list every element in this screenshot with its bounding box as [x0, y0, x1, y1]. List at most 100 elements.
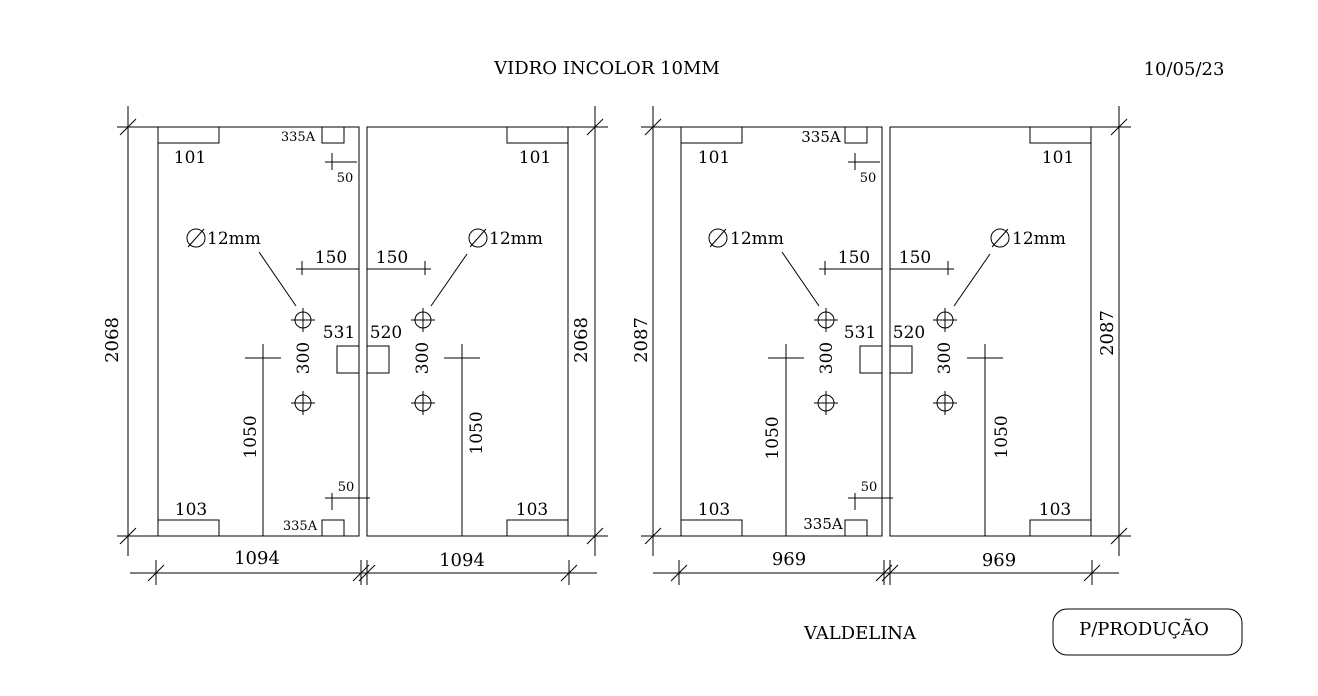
- offset-label-top: 50: [860, 171, 877, 186]
- hardware-cutout-335a-top: [844, 126, 868, 144]
- width-label: 1094: [439, 550, 485, 571]
- hardware-cutout-335a-bottom: [844, 519, 868, 537]
- dimension-tick: [881, 564, 899, 582]
- production-stamp: [1052, 608, 1243, 656]
- dimension-tick: [586, 118, 604, 136]
- drawing-date: 10/05/23: [1144, 59, 1225, 80]
- hardware-cutout-335a-top: [321, 126, 345, 144]
- part-label-335a-top: 335A: [801, 128, 841, 146]
- hole-spacing-label: 300: [294, 342, 314, 374]
- drill-hole: [814, 391, 838, 415]
- drill-hole: [411, 308, 435, 332]
- part-label-103: 103: [175, 500, 207, 520]
- handle-height-label: 1050: [763, 416, 783, 459]
- client-name: VALDELINA: [803, 623, 917, 644]
- hardware-cutout-103: [157, 519, 220, 537]
- hole-spacing-label: 300: [817, 342, 837, 374]
- handle-label: 531: [323, 323, 355, 343]
- offset-label-top: 50: [337, 171, 354, 186]
- dimension-tick: [147, 564, 165, 582]
- leader-line: [953, 253, 991, 307]
- height-label: 2068: [571, 317, 592, 363]
- handle-height-label: 1050: [241, 415, 261, 458]
- hardware-cutout-101: [506, 126, 569, 144]
- drawing-title: VIDRO INCOLOR 10MM: [493, 58, 720, 79]
- dimension-tick: [875, 564, 893, 582]
- handle-label: 520: [893, 323, 925, 343]
- offset-label-bottom: 50: [338, 480, 355, 495]
- drill-hole: [291, 391, 315, 415]
- handle-height-label: 1050: [467, 411, 487, 454]
- hole-diameter-label: 12mm: [1012, 229, 1066, 249]
- drill-hole: [933, 391, 957, 415]
- hardware-cutout-101: [680, 126, 743, 144]
- dimension-tick: [560, 564, 578, 582]
- diameter-symbol-icon: [468, 228, 488, 248]
- handle-cutout-520: [366, 345, 390, 374]
- production-stamp-label: P/PRODUÇÃO: [1079, 618, 1209, 640]
- part-label-103: 103: [698, 500, 730, 520]
- part-label-101: 101: [174, 148, 206, 168]
- part-label-335a-bottom: 335A: [283, 519, 318, 534]
- handle-label: 520: [370, 323, 402, 343]
- part-label-101: 101: [698, 148, 730, 168]
- width-label: 1094: [234, 548, 280, 569]
- glass-panel-4: [889, 126, 1092, 537]
- glass-panel-1: [157, 126, 360, 537]
- handle-cutout-520: [889, 345, 913, 374]
- hardware-cutout-103: [1029, 519, 1092, 537]
- hardware-cutout-103: [680, 519, 743, 537]
- drill-hole: [411, 391, 435, 415]
- height-label: 2087: [631, 317, 652, 363]
- handle-height-label: 1050: [992, 415, 1012, 458]
- drill-hole: [814, 308, 838, 332]
- dimension-tick: [1110, 527, 1128, 545]
- hole-offset-label: 150: [315, 248, 347, 268]
- hole-diameter-label: 12mm: [730, 229, 784, 249]
- drill-hole: [291, 308, 315, 332]
- dimension-tick: [119, 527, 137, 545]
- offset-label-bottom: 50: [861, 480, 878, 495]
- dimension-tick: [1083, 564, 1101, 582]
- dimension-tick: [352, 564, 370, 582]
- diameter-symbol-icon: [708, 228, 728, 248]
- hardware-cutout-101: [157, 126, 220, 144]
- leader-line: [430, 253, 468, 307]
- hole-spacing-label: 300: [413, 342, 433, 374]
- hole-offset-label: 150: [376, 248, 408, 268]
- hardware-cutout-101: [1029, 126, 1092, 144]
- drill-hole: [933, 308, 957, 332]
- leader-line: [258, 251, 297, 307]
- diameter-symbol-icon: [990, 228, 1010, 248]
- part-label-103: 103: [516, 500, 548, 520]
- height-label: 2087: [1097, 310, 1118, 356]
- part-label-335a-top: 335A: [281, 130, 316, 145]
- diameter-symbol-icon: [186, 228, 206, 248]
- hole-offset-label: 150: [838, 248, 870, 268]
- dimension-tick: [670, 564, 688, 582]
- part-label-335a-bottom: 335A: [803, 515, 843, 533]
- dimension-tick: [1110, 118, 1128, 136]
- hole-spacing-label: 300: [935, 342, 955, 374]
- leader-line: [781, 251, 820, 307]
- dimension-tick: [644, 527, 662, 545]
- dimension-tick: [119, 118, 137, 136]
- handle-cutout-531: [336, 345, 360, 374]
- handle-cutout-531: [859, 345, 883, 374]
- dimension-tick: [358, 564, 376, 582]
- hole-diameter-label: 12mm: [489, 229, 543, 249]
- dimension-tick: [644, 118, 662, 136]
- height-label: 2068: [102, 317, 123, 363]
- glass-panel-2: [366, 126, 569, 537]
- width-label: 969: [772, 549, 806, 570]
- hardware-cutout-103: [506, 519, 569, 537]
- part-label-101: 101: [1042, 148, 1074, 168]
- hole-offset-label: 150: [899, 248, 931, 268]
- part-label-103: 103: [1039, 500, 1071, 520]
- handle-label: 531: [844, 323, 876, 343]
- glass-panel-3: [680, 126, 883, 537]
- dimension-tick: [586, 527, 604, 545]
- width-label: 969: [982, 550, 1016, 571]
- hole-diameter-label: 12mm: [207, 229, 261, 249]
